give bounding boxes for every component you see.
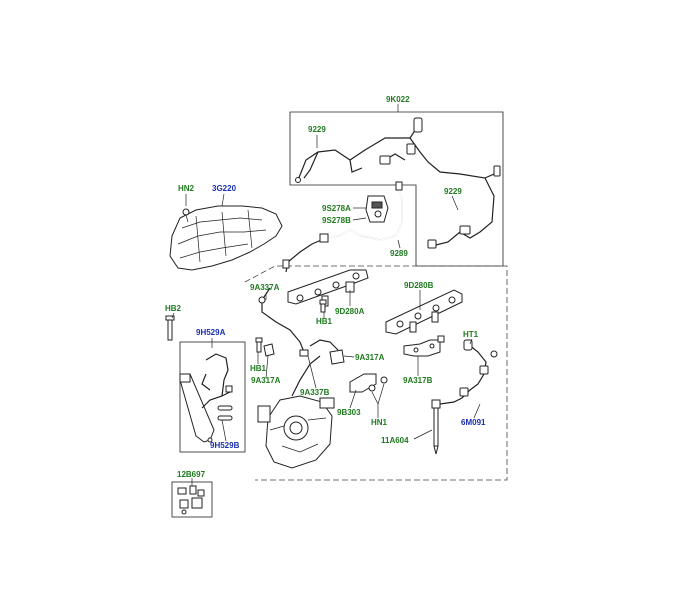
label-9a317a-right: 9A317A [355,353,385,362]
label-11a604: 11A604 [381,436,409,445]
injector-group-box [179,341,246,453]
bolt-hb1-lower [255,337,263,353]
injector-9h529a [179,353,233,443]
label-9d280b: 9D280B [404,281,434,290]
harness-6m091 [439,339,498,405]
label-9a317a-lower: 9A317A [251,376,281,385]
label-9229-left: 9229 [308,125,326,134]
label-9a337b: 9A337B [300,388,330,397]
fuel-system-dashed-boundary [244,265,508,481]
seal-kit-12b697 [177,485,205,515]
label-9a317b: 9A317B [403,376,433,385]
label-hn2: HN2 [178,184,195,193]
label-hb1-lower: HB1 [250,364,267,373]
clip-9a317a-right [309,339,345,365]
high-pressure-fuel-pump [257,355,335,469]
glow-plug-11a604 [431,399,441,455]
label-ht1: HT1 [463,330,479,339]
fuel-return-pipe-9289 [282,181,403,273]
label-hb1-upper: HB1 [316,317,333,326]
nut-hn1 [368,376,388,392]
label-9b303: 9B303 [337,408,361,417]
label-9229-right: 9229 [444,187,462,196]
bracket-9a317b [403,335,445,357]
fuel-rail-9d280b [385,289,463,335]
label-9a337a: 9A337A [250,283,280,292]
label-hn1: HN1 [371,418,388,427]
leader-lines [171,104,481,486]
label-9s278b: 9S278B [322,216,351,225]
bolt-hb2 [165,315,175,341]
clip-9a317a-lower [263,343,275,357]
label-hb2: HB2 [165,304,182,313]
label-6m091: 6M091 [461,418,486,427]
wiring-harness-9k022 [295,117,501,249]
label-9s278a: 9S278A [322,204,351,213]
heat-shield-3g220 [169,205,283,271]
label-9d280a: 9D280A [335,307,365,316]
label-12b697: 12B697 [177,470,206,479]
label-9289: 9289 [390,249,408,258]
label-9h529b: 9H529B [210,441,240,450]
label-9k022: 9K022 [386,95,410,104]
bolt-hb1-upper [319,299,327,313]
label-9h529a: 9H529A [196,328,226,337]
label-3g220: 3G220 [212,184,237,193]
